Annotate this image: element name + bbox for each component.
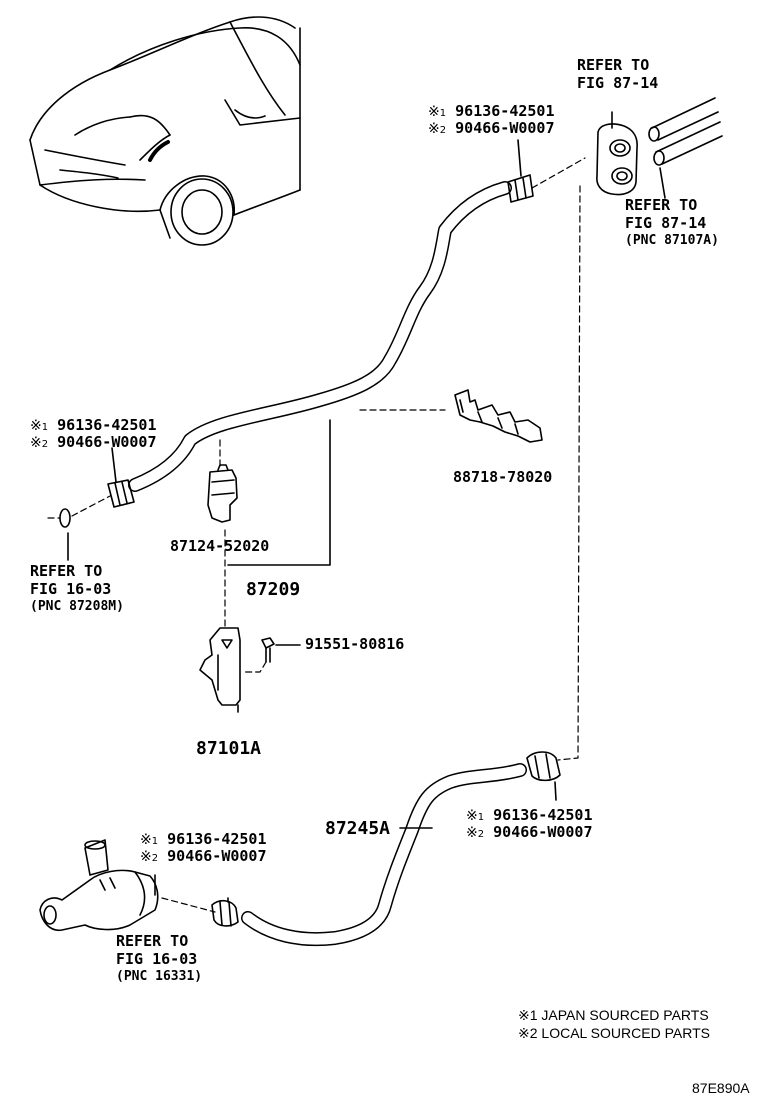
firewall-grommet <box>596 123 638 196</box>
water-outlet <box>39 839 159 932</box>
ref-fig-16-03-left: REFER TO FIG 16-03 (PNC 87208M) <box>30 562 124 614</box>
part-clip-number: 88718-78020 <box>453 468 553 486</box>
heater-pipes <box>648 97 723 166</box>
part-bracket-number: 87101A <box>196 738 262 759</box>
ref-fig-16-03-bottom: REFER TO FIG 16-03 (PNC 16331) <box>116 932 203 984</box>
part-lower-hose-number: 87245A <box>325 818 391 839</box>
hose-bracket <box>199 627 241 706</box>
part-bolt-number: 91551-80816 <box>305 635 405 653</box>
hose-clip <box>454 389 543 443</box>
callout-clamp-bottom: ※1 96136-42501 ※2 90466-W0007 <box>140 830 267 865</box>
clamp-top <box>507 174 534 203</box>
legend-japan-sourced: ※1 JAPAN SOURCED PARTS <box>518 1007 709 1023</box>
bolt <box>261 637 275 663</box>
ref-fig-87-14-pnc: REFER TO FIG 87-14 (PNC 87107A) <box>625 196 719 248</box>
part-valve-number: 87124-52020 <box>170 537 270 555</box>
water-valve <box>207 464 238 523</box>
callout-clamp-left: ※1 96136-42501 ※2 90466-W0007 <box>30 416 157 451</box>
clamp-right <box>526 751 561 782</box>
car-illustration <box>29 16 301 246</box>
ref-fig-87-14-top: REFER TO FIG 87-14 <box>577 56 659 92</box>
part-hose-assy-number: 87209 <box>246 579 301 600</box>
legend-local-sourced: ※2 LOCAL SOURCED PARTS <box>518 1025 710 1041</box>
figure-code: 87E890A <box>692 1080 750 1096</box>
callout-clamp-right: ※1 96136-42501 ※2 90466-W0007 <box>466 806 593 841</box>
clamp-left <box>107 479 135 508</box>
clamp-bottom <box>211 899 239 927</box>
callout-clamp-top: ※1 96136-42501 ※2 90466-W0007 <box>428 102 555 137</box>
